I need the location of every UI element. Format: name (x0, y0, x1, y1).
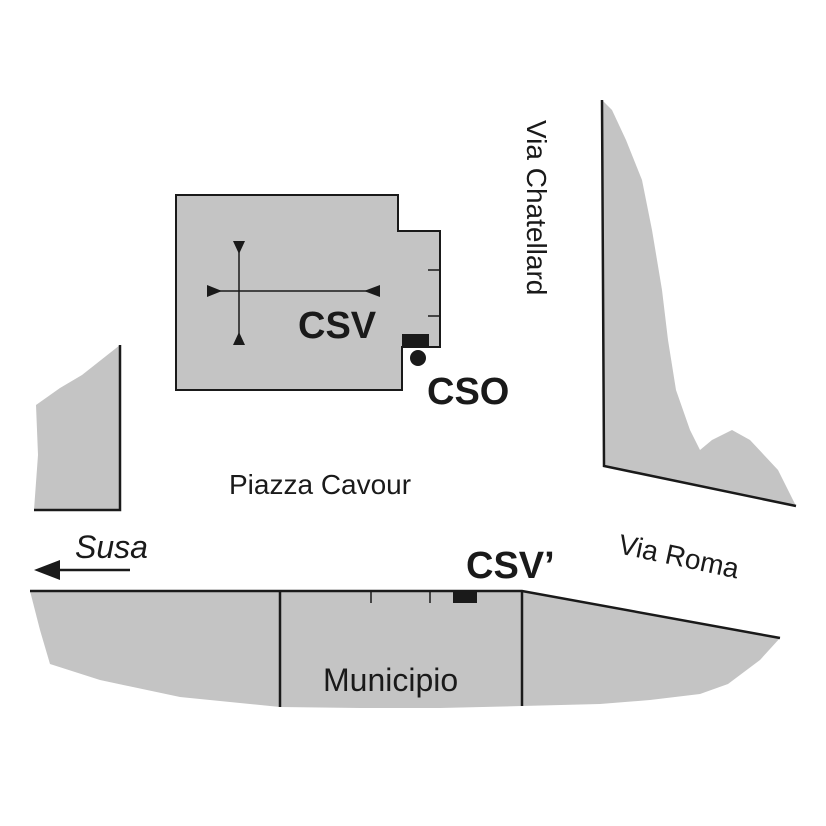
csv-label: CSV (298, 305, 377, 347)
piazza-cavour-label: Piazza Cavour (229, 469, 411, 500)
cross-icon (207, 241, 380, 345)
arrow-left-icon (34, 560, 130, 580)
right-building (600, 99, 797, 508)
csv-station-marker (402, 334, 429, 348)
municipio-block (30, 589, 781, 708)
csv-prime-label: CSV’ (466, 545, 555, 587)
susa-label: Susa (75, 529, 148, 565)
cso-label: CSO (427, 371, 509, 413)
municipio-label: Municipio (323, 662, 458, 698)
left-building (34, 345, 122, 512)
cso-station-marker (410, 350, 426, 366)
via-roma-label: Via Roma (616, 529, 743, 585)
via-chatellard-label: Via Chatellard (521, 120, 552, 295)
csv-prime-station-marker (453, 590, 477, 603)
